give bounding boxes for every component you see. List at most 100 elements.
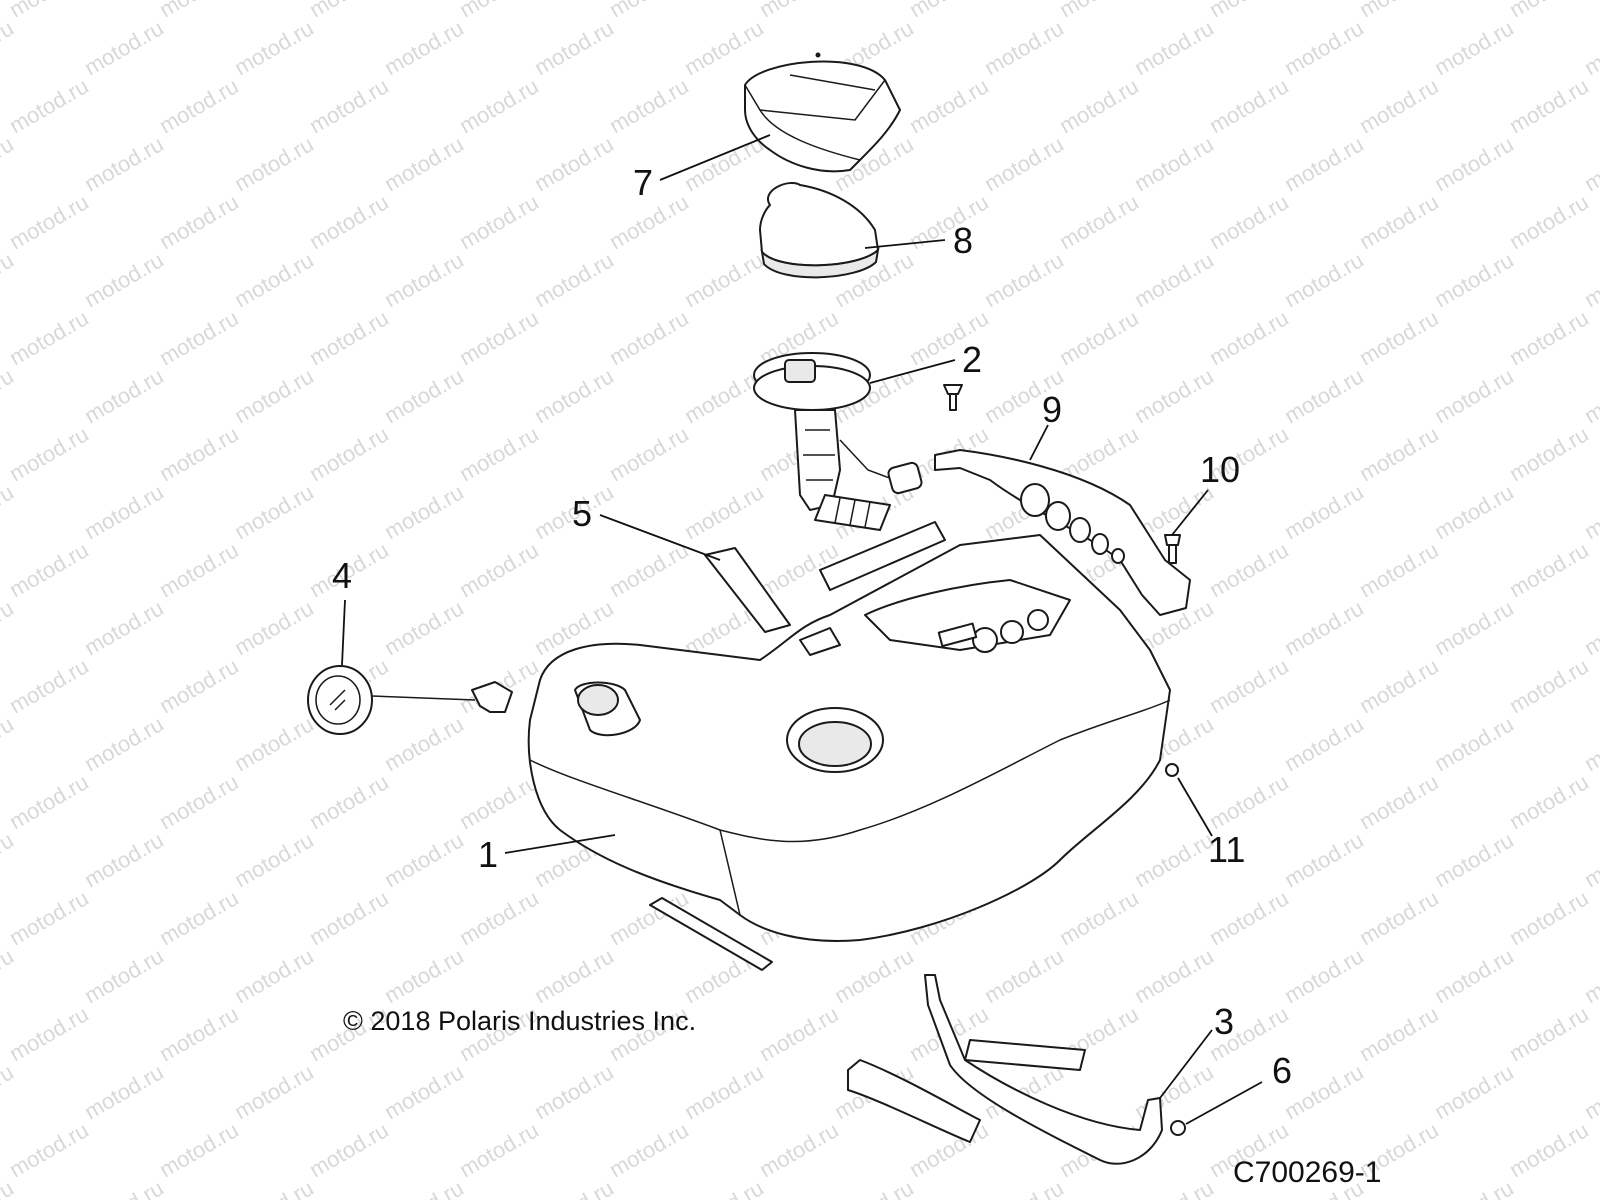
watermark-text: motod.ru — [1355, 305, 1443, 370]
watermark-text: motod.ru — [1430, 943, 1518, 1008]
watermark-text: motod.ru — [1055, 189, 1143, 254]
part-2-fuel-pump — [753, 352, 963, 531]
part-5-labels — [704, 521, 946, 633]
callout-5: 5 — [572, 493, 592, 534]
watermark-text: motod.ru — [1205, 0, 1293, 22]
watermark-text: motod.ru — [605, 421, 693, 486]
watermark-text: motod.ru — [680, 479, 768, 544]
callout-3: 3 — [1214, 1001, 1234, 1042]
watermark-text: motod.ru — [1505, 885, 1593, 950]
watermark-text: motod.ru — [1055, 0, 1143, 22]
watermark-text: motod.ru — [455, 769, 543, 834]
watermark-text: motod.ru — [0, 711, 18, 776]
watermark-text: motod.ru — [755, 1117, 843, 1182]
watermark-text: motod.ru — [80, 479, 168, 544]
watermark-text: motod.ru — [455, 73, 543, 138]
watermark-text: motod.ru — [530, 363, 618, 428]
watermark-text: motod.ru — [980, 247, 1068, 312]
watermark-text: motod.ru — [1055, 73, 1143, 138]
watermark-text: motod.ru — [830, 1175, 918, 1200]
watermark-text: motod.ru — [230, 711, 318, 776]
callout-8: 8 — [953, 220, 973, 261]
watermark-text: motod.ru — [5, 0, 93, 22]
watermark-text: motod.ru — [1580, 711, 1600, 776]
watermark-text: motod.ru — [1430, 595, 1518, 660]
watermark-text: motod.ru — [1130, 15, 1218, 80]
watermark-text: motod.ru — [1505, 537, 1593, 602]
watermark-text: motod.ru — [1580, 1059, 1600, 1124]
watermark-text: motod.ru — [155, 653, 243, 718]
watermark-text: motod.ru — [1430, 1175, 1518, 1200]
watermark-text: motod.ru — [230, 131, 318, 196]
watermark-text: motod.ru — [455, 421, 543, 486]
tank-strip-lower — [649, 897, 773, 971]
watermark-text: motod.ru — [1205, 537, 1293, 602]
watermark-text: motod.ru — [80, 1175, 168, 1200]
watermark-text: motod.ru — [1130, 1175, 1218, 1200]
watermark-text: motod.ru — [605, 305, 693, 370]
callout-1: 1 — [478, 834, 498, 875]
watermark-text: motod.ru — [1205, 769, 1293, 834]
watermark-text: motod.ru — [830, 943, 918, 1008]
watermark-text: motod.ru — [380, 595, 468, 660]
watermark-text: motod.ru — [80, 247, 168, 312]
watermark-text: motod.ru — [1430, 1059, 1518, 1124]
part-3-strap — [847, 974, 1163, 1165]
watermark-text: motod.ru — [1205, 73, 1293, 138]
watermark-text: motod.ru — [1280, 247, 1368, 312]
watermark-text: motod.ru — [1205, 653, 1293, 718]
watermark-text: motod.ru — [155, 0, 243, 22]
watermark-text: motod.ru — [1430, 131, 1518, 196]
watermark-text: motod.ru — [380, 1175, 468, 1200]
watermark-text: motod.ru — [1205, 305, 1293, 370]
watermark-text: motod.ru — [1580, 131, 1600, 196]
watermark-text: motod.ru — [305, 73, 393, 138]
watermark-text: motod.ru — [5, 885, 93, 950]
watermark-text: motod.ru — [5, 305, 93, 370]
watermark-text: motod.ru — [530, 131, 618, 196]
watermark-text: motod.ru — [1505, 421, 1593, 486]
watermark-text: motod.ru — [455, 1117, 543, 1182]
part-1-fuel-tank — [527, 534, 1171, 942]
watermark-text: motod.ru — [1505, 305, 1593, 370]
watermark-text: motod.ru — [155, 189, 243, 254]
watermark-text: motod.ru — [1430, 15, 1518, 80]
watermark-text: motod.ru — [1355, 537, 1443, 602]
watermark-text: motod.ru — [455, 885, 543, 950]
watermark-text: motod.ru — [1055, 885, 1143, 950]
part-9-bracket — [934, 449, 1191, 616]
watermark-text: motod.ru — [5, 421, 93, 486]
watermark-text: motod.ru — [1505, 73, 1593, 138]
copyright-notice: © 2018 Polaris Industries Inc. — [343, 1006, 696, 1036]
watermark-text: motod.ru — [380, 711, 468, 776]
watermark-text: motod.ru — [155, 73, 243, 138]
watermark-text: motod.ru — [0, 247, 18, 312]
watermark-text: motod.ru — [1130, 363, 1218, 428]
watermark-text: motod.ru — [1280, 943, 1368, 1008]
watermark-text: motod.ru — [1355, 1001, 1443, 1066]
watermark-text: motod.ru — [230, 1059, 318, 1124]
watermark-text: motod.ru — [980, 131, 1068, 196]
watermark-text: motod.ru — [1055, 305, 1143, 370]
watermark-text: motod.ru — [530, 1175, 618, 1200]
watermark-text: motod.ru — [155, 769, 243, 834]
watermark-text: motod.ru — [155, 421, 243, 486]
watermark-text: motod.ru — [755, 0, 843, 22]
watermark-text: motod.ru — [380, 363, 468, 428]
watermark-text: motod.ru — [0, 131, 18, 196]
watermark-text: motod.ru — [230, 15, 318, 80]
watermark-text: motod.ru — [1430, 479, 1518, 544]
watermark-text: motod.ru — [1280, 479, 1368, 544]
watermark-text: motod.ru — [680, 247, 768, 312]
watermark-text: motod.ru — [455, 0, 543, 22]
watermark-text: motod.ru — [380, 827, 468, 892]
watermark-text: motod.ru — [1580, 595, 1600, 660]
watermark-text: motod.ru — [1355, 73, 1443, 138]
watermark-text: motod.ru — [5, 73, 93, 138]
watermark-text: motod.ru — [155, 1117, 243, 1182]
watermark-text: motod.ru — [380, 479, 468, 544]
watermark-text: motod.ru — [1130, 131, 1218, 196]
watermark-text: motod.ru — [980, 15, 1068, 80]
